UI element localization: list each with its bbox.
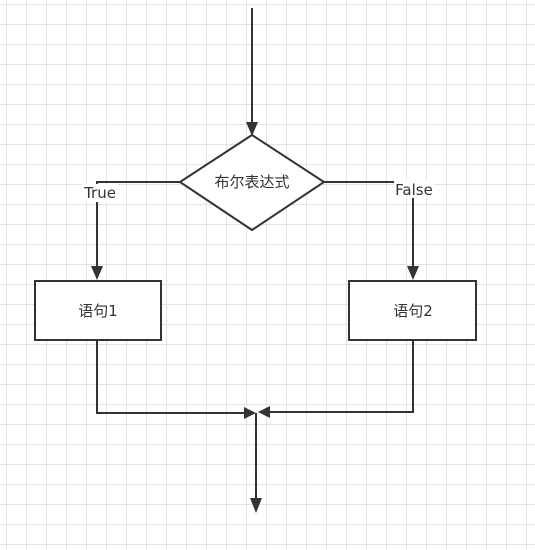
false-branch-arrowhead bbox=[407, 266, 419, 280]
merge-right-connector bbox=[268, 340, 414, 413]
true-branch-connector bbox=[96, 181, 180, 268]
true-branch-label: True bbox=[83, 184, 116, 202]
entry-arrowhead bbox=[246, 122, 258, 136]
false-branch-label: False bbox=[395, 181, 433, 199]
statement-2-box bbox=[348, 280, 477, 341]
statement-1-label: 语句1 bbox=[78, 302, 118, 320]
merge-left-arrowhead bbox=[244, 407, 256, 419]
statement-2-label: 语句2 bbox=[393, 302, 433, 320]
merge-right-arrowhead bbox=[258, 406, 270, 418]
false-label-bg bbox=[394, 180, 434, 198]
true-branch-arrowhead bbox=[91, 266, 103, 280]
merge-left-connector bbox=[96, 340, 246, 414]
decision-label: 布尔表达式 bbox=[214, 173, 289, 191]
decision-diamond bbox=[178, 133, 326, 232]
exit-arrowhead bbox=[250, 498, 262, 513]
true-label-bg bbox=[82, 184, 118, 202]
